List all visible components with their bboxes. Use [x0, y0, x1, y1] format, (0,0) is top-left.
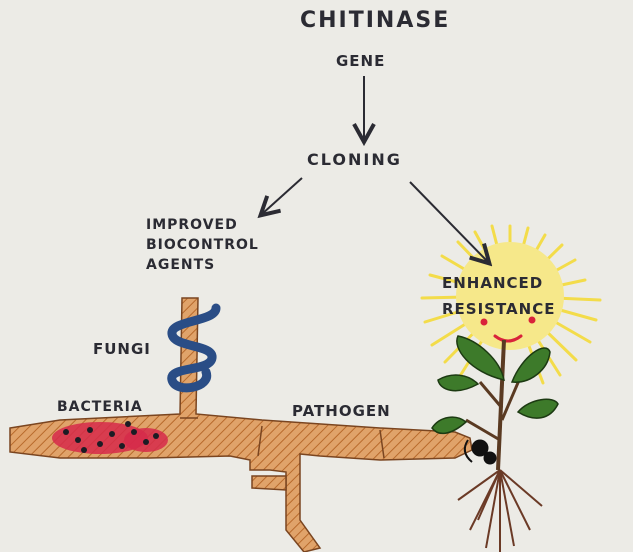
enhanced-line-2: RESISTANCE — [442, 296, 555, 322]
fungi-label: FUNGI — [93, 340, 151, 358]
pathogen-label: PATHOGEN — [292, 402, 391, 420]
improved-line-3: AGENTS — [146, 255, 259, 275]
cloning-to-resistance-arrow — [410, 182, 488, 262]
cloning-to-biocontrol-arrow — [262, 178, 302, 214]
enhanced-line-1: ENHANCED — [442, 270, 555, 296]
bacteria-label: BACTERIA — [57, 399, 143, 415]
improved-biocontrol-label: IMPROVED BIOCONTROL AGENTS — [146, 215, 259, 275]
gene-label: GENE — [336, 52, 385, 70]
leaf-mid-left — [438, 375, 478, 391]
leaf-mid-right — [518, 399, 558, 418]
improved-line-1: IMPROVED — [146, 215, 259, 235]
plant-roots — [458, 470, 542, 552]
improved-line-2: BIOCONTROL — [146, 235, 259, 255]
enhanced-resistance-label: ENHANCED RESISTANCE — [442, 270, 555, 322]
cloning-label: CLONING — [307, 150, 402, 169]
leaf-low-left — [432, 417, 466, 433]
chitinase-title: CHITINASE — [300, 8, 450, 33]
